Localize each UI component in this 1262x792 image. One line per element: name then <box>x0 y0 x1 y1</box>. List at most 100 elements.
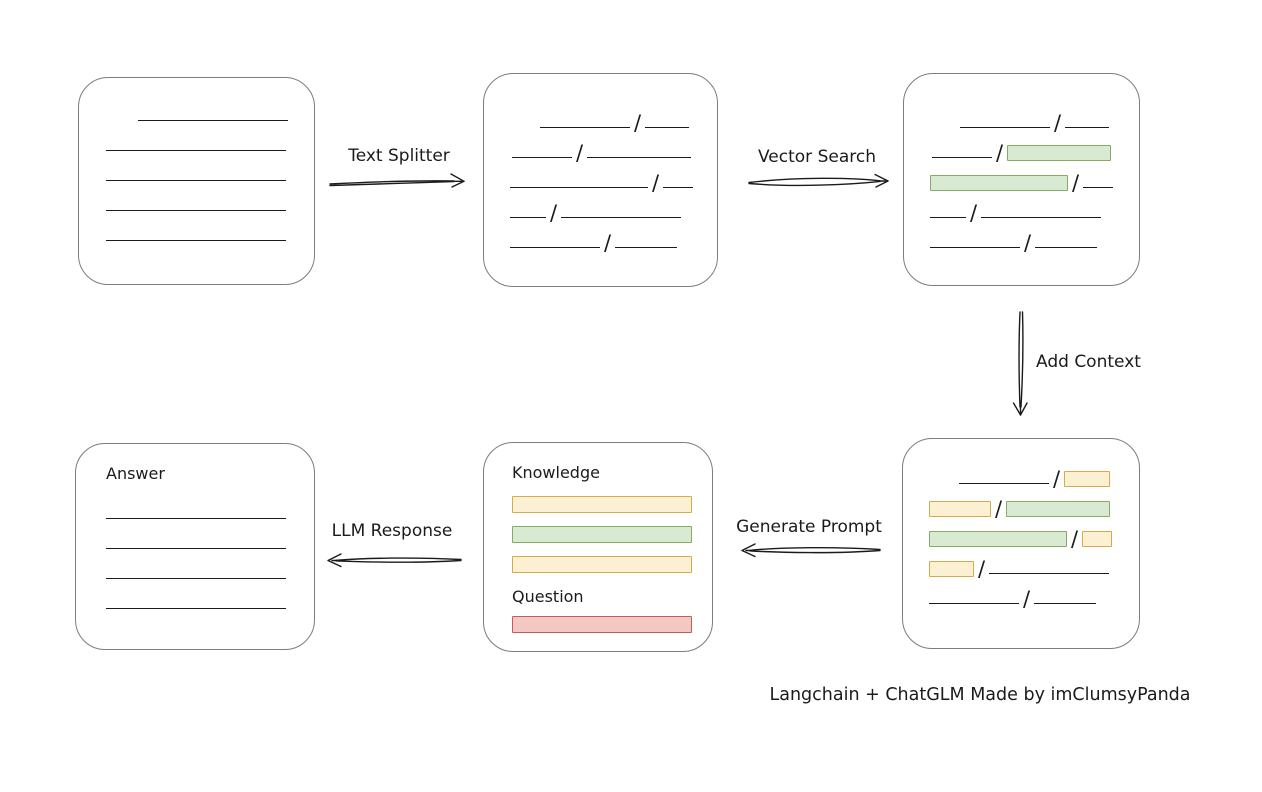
text-line <box>106 210 286 211</box>
answer-node: Answer <box>75 443 315 650</box>
vector-search-arrow-icon <box>748 173 889 188</box>
chunk-row <box>106 583 290 613</box>
text-line <box>1035 247 1098 248</box>
text-chunks-node: / / / / / <box>483 73 718 287</box>
chunk-row: / <box>510 102 695 135</box>
chunk-row <box>106 125 290 155</box>
credit-caption: Langchain + ChatGLM Made by imClumsyPand… <box>769 685 1191 705</box>
text-line <box>540 127 630 128</box>
slash-separator: / <box>995 497 1003 521</box>
generate-prompt-label: Generate Prompt <box>736 517 882 537</box>
text-line <box>510 247 600 248</box>
generate-prompt-arrow-icon <box>741 543 881 558</box>
text-splitter-arrow-icon <box>329 173 465 188</box>
chunk-row <box>106 553 290 583</box>
text-line <box>106 608 286 609</box>
slash-separator: / <box>652 171 660 195</box>
text-line <box>1083 187 1114 188</box>
slash-separator: / <box>634 111 642 135</box>
slash-separator: / <box>550 201 558 225</box>
chunk-row: / <box>929 458 1117 491</box>
chunk-row <box>512 526 692 556</box>
text-line <box>106 150 286 151</box>
text-line <box>1034 603 1097 604</box>
chunk-row: / <box>929 578 1117 610</box>
text-line <box>930 217 966 218</box>
chunk-row <box>512 616 692 646</box>
context-chunks-node: ///// <box>902 438 1140 649</box>
chunk-row <box>512 556 692 586</box>
chunk-row: / <box>930 222 1117 255</box>
slash-separator: / <box>604 231 612 255</box>
text-line <box>106 240 286 241</box>
green-highlight-chip <box>512 526 692 543</box>
answer-lines <box>106 493 290 613</box>
chunk-row: / <box>929 518 1117 551</box>
chunk-row <box>106 95 290 125</box>
text-line <box>561 217 682 218</box>
chunk-row: / <box>510 132 695 165</box>
matched-chunks-node: / / / / / <box>903 73 1140 286</box>
slash-separator: / <box>1054 111 1062 135</box>
question-chips <box>512 616 692 646</box>
yellow-highlight-chip <box>512 496 692 513</box>
chunk-row <box>106 185 290 215</box>
question-label: Question <box>512 587 584 606</box>
chunk-row: / <box>930 162 1117 195</box>
text-line <box>138 120 288 121</box>
llm-response-arrow-icon <box>327 553 462 568</box>
chunk-row <box>512 496 692 526</box>
text-line <box>960 127 1050 128</box>
text-splitter-label: Text Splitter <box>348 146 450 166</box>
text-line <box>106 548 286 549</box>
text-line <box>930 247 1020 248</box>
slash-separator: / <box>576 141 584 165</box>
yellow-highlight-chip <box>929 501 991 517</box>
text-line <box>663 187 694 188</box>
text-line <box>510 217 546 218</box>
green-highlight-chip <box>930 175 1068 191</box>
text-line <box>512 157 572 158</box>
slash-separator: / <box>970 201 978 225</box>
yellow-highlight-chip <box>512 556 692 573</box>
text-line <box>929 603 1019 604</box>
text-line <box>106 578 286 579</box>
slash-separator: / <box>1024 231 1032 255</box>
text-line <box>981 217 1102 218</box>
slash-separator: / <box>1072 171 1080 195</box>
chunk-row: / <box>930 132 1117 165</box>
slash-separator: / <box>1071 527 1079 551</box>
text-line <box>959 483 1049 484</box>
slash-separator: / <box>996 141 1004 165</box>
yellow-highlight-chip <box>1064 471 1111 487</box>
text-line <box>106 518 286 519</box>
chunk-row <box>106 523 290 553</box>
text-line <box>587 157 692 158</box>
add-context-label: Add Context <box>1036 352 1141 372</box>
knowledge-label: Knowledge <box>512 463 600 482</box>
chunk-row: / <box>510 162 695 195</box>
yellow-highlight-chip <box>1082 531 1113 547</box>
add-context-arrow-icon <box>1012 311 1028 416</box>
chunk-row: / <box>930 192 1117 225</box>
text-line <box>1065 127 1110 128</box>
document-node <box>78 77 315 285</box>
slash-separator: / <box>978 557 986 581</box>
chunk-row <box>106 493 290 523</box>
chunk-row: / <box>929 488 1117 521</box>
green-highlight-chip <box>1006 501 1111 517</box>
knowledge-chips <box>512 496 692 586</box>
text-line <box>989 573 1110 574</box>
text-line <box>510 187 648 188</box>
llm-response-label: LLM Response <box>331 521 453 541</box>
text-line <box>932 157 992 158</box>
yellow-highlight-chip <box>929 561 974 577</box>
text-line <box>645 127 690 128</box>
chunk-row: / <box>930 102 1117 135</box>
vector-search-label: Vector Search <box>758 147 876 167</box>
slash-separator: / <box>1053 467 1061 491</box>
chunk-row: / <box>929 548 1117 581</box>
text-line <box>615 247 678 248</box>
green-highlight-chip <box>929 531 1067 547</box>
